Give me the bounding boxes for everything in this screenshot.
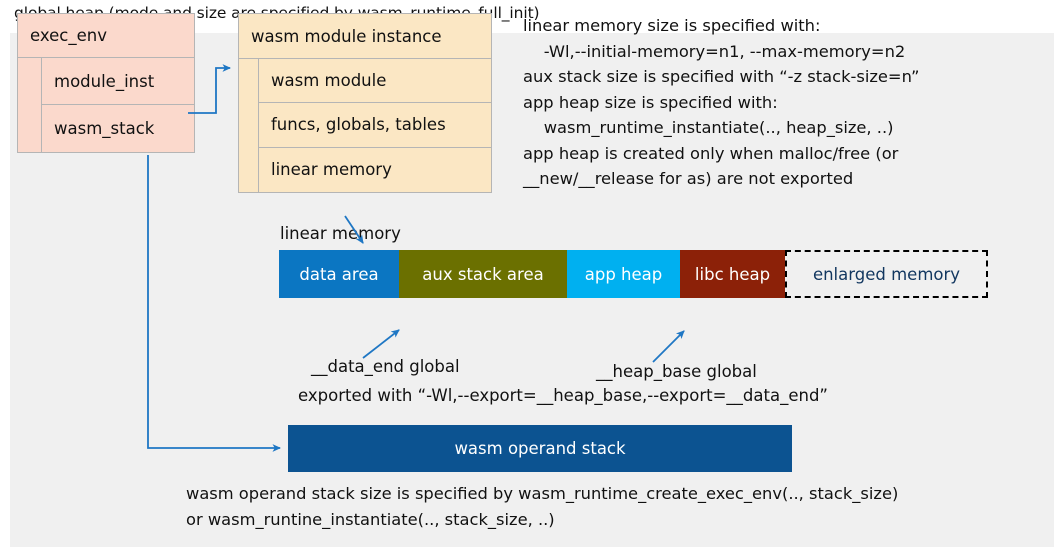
exec-env-box: exec_env module_inst wasm_stack — [17, 13, 195, 153]
module-instance-field-funcs-globals-tables: funcs, globals, tables — [259, 103, 491, 148]
wasm-module-instance-box: wasm module instance wasm module funcs, … — [238, 13, 492, 193]
memory-segment-libc-heap: libc heap — [680, 250, 785, 298]
annotation-heap-base: __heap_base global — [596, 362, 757, 381]
memory-segment-enlarged-memory: enlarged memory — [785, 250, 988, 298]
module-instance-fields: wasm module funcs, globals, tables linea… — [259, 59, 491, 192]
exec-env-gutter — [18, 58, 42, 152]
wasm-operand-stack-box: wasm operand stack — [288, 425, 792, 472]
module-instance-body: wasm module funcs, globals, tables linea… — [239, 59, 491, 192]
module-instance-gutter — [239, 59, 259, 192]
configuration-notes: linear memory size is specified with: -W… — [523, 16, 920, 188]
memory-segment-app-heap: app heap — [567, 250, 680, 298]
operand-stack-caption: wasm operand stack size is specified by … — [186, 484, 899, 529]
annotation-data-end: __data_end global — [311, 357, 460, 376]
annotation-exported-with: exported with “-Wl,--export=__heap_base,… — [298, 386, 828, 405]
linear-memory-bar: data area aux stack area app heap libc h… — [279, 250, 988, 298]
module-instance-field-wasm-module: wasm module — [259, 59, 491, 104]
memory-segment-aux-stack-area: aux stack area — [399, 250, 567, 298]
module-instance-header: wasm module instance — [239, 14, 491, 59]
exec-env-field-wasm-stack: wasm_stack — [54, 119, 155, 138]
exec-env-body: module_inst wasm_stack — [18, 58, 194, 152]
exec-env-header: exec_env — [18, 14, 194, 58]
linear-memory-caption: linear memory — [280, 224, 401, 243]
module-instance-field-linear-memory: linear memory — [271, 160, 392, 180]
exec-env-field-module-inst: module_inst — [42, 58, 194, 105]
memory-segment-data-area: data area — [279, 250, 399, 298]
exec-env-fields: module_inst wasm_stack — [42, 58, 194, 152]
